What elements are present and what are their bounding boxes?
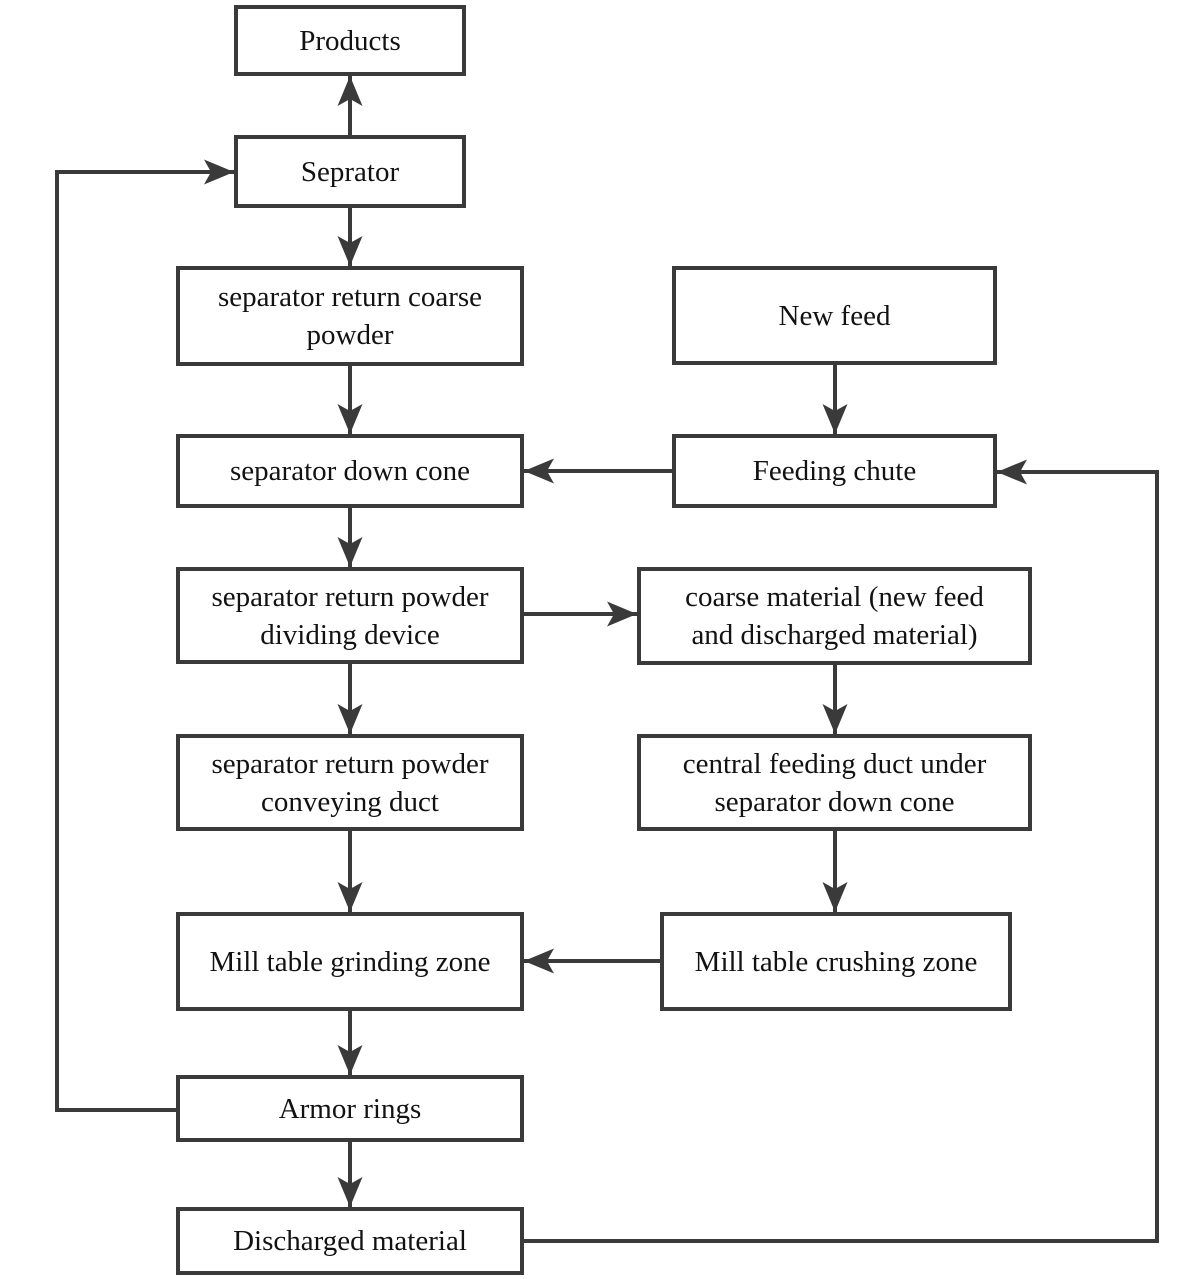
node-coarse-material-line2: and discharged material)	[691, 619, 978, 651]
node-separator-down-cone: separator down cone	[176, 434, 524, 508]
node-armor-rings: Armor rings	[176, 1075, 524, 1142]
node-new-feed: New feed	[672, 266, 997, 365]
node-mill-table-grinding-zone: Mill table grinding zone	[176, 912, 524, 1011]
node-mill-table-crushing-zone: Mill table crushing zone	[660, 912, 1012, 1011]
node-seprator-label: Seprator	[300, 155, 400, 188]
node-central-feeding-duct: central feeding duct under separator dow…	[637, 734, 1032, 831]
node-separator-return-coarse-powder-line2: powder	[306, 319, 394, 351]
node-mill-table-grinding-zone-label: Mill table grinding zone	[209, 945, 491, 978]
node-products-label: Products	[299, 24, 401, 57]
node-feeding-chute-label: Feeding chute	[752, 455, 917, 487]
node-products: Products	[234, 5, 466, 76]
node-separator-return-coarse-powder: separator return coarse powder	[176, 266, 524, 366]
node-coarse-material-line1: coarse material (new feed	[685, 581, 984, 613]
node-mill-table-crushing-zone-label: Mill table crushing zone	[694, 945, 978, 978]
node-dividing-device-line1: separator return powder	[211, 580, 489, 613]
node-seprator: Seprator	[234, 135, 466, 208]
node-feeding-chute: Feeding chute	[672, 434, 997, 508]
node-discharged-material-label: Discharged material	[233, 1225, 467, 1257]
node-new-feed-label: New feed	[778, 299, 891, 332]
node-separator-return-powder-dividing-device: separator return powder dividing device	[176, 567, 524, 664]
node-armor-rings-label: Armor rings	[278, 1092, 422, 1125]
node-separator-return-coarse-powder-line1: separator return coarse	[217, 281, 483, 313]
node-coarse-material: coarse material (new feed and discharged…	[637, 567, 1032, 665]
node-conveying-duct-line1: separator return powder	[211, 747, 489, 780]
edge-armor-rings-to-seprator-loop	[55, 159, 234, 1112]
node-discharged-material: Discharged material	[176, 1207, 524, 1275]
node-dividing-device-line2: dividing device	[260, 618, 440, 651]
node-conveying-duct-line2: conveying duct	[261, 785, 439, 818]
node-separator-return-powder-conveying-duct: separator return powder conveying duct	[176, 734, 524, 831]
edge-discharged-material-to-feeding-chute-loop	[522, 459, 1159, 1243]
node-central-feeding-duct-line1: central feeding duct under	[682, 747, 987, 780]
node-central-feeding-duct-line2: separator down cone	[714, 785, 955, 818]
node-separator-down-cone-label: separator down cone	[230, 455, 470, 487]
